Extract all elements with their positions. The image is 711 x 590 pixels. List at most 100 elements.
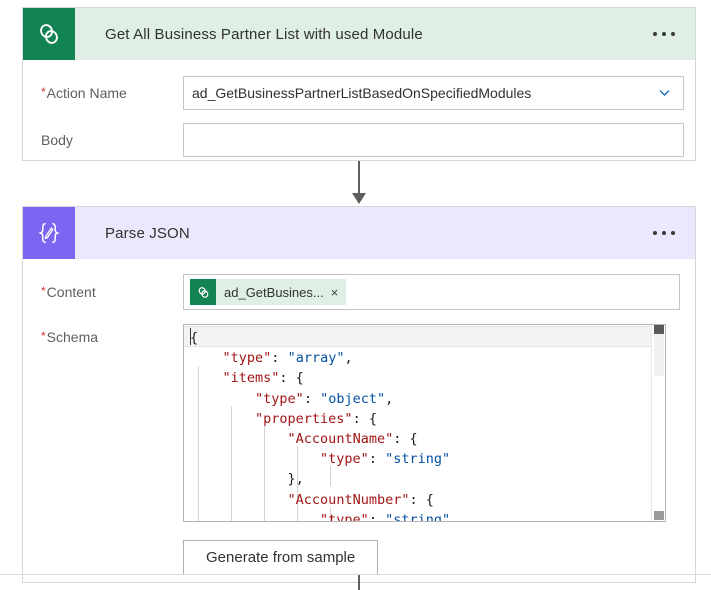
code-token: : { [393,430,418,447]
code-editor-scrollbar[interactable] [651,325,665,521]
code-token: "string" [385,451,451,468]
card-title-parse-json: Parse JSON [105,224,190,242]
code-token [190,471,288,487]
generate-button-wrap: Generate from sample [183,540,666,575]
code-token: { [190,330,199,346]
schema-code-editor[interactable]: { "type": "array", "items": { "type": "o… [183,324,666,522]
code-line: "properties": { [190,409,652,429]
field-row-body: Body [23,123,695,157]
field-label-body: Body [23,123,183,147]
action-name-dropdown[interactable]: ad_GetBusinessPartnerListBasedOnSpecifie… [183,76,684,110]
card-menu-button-cds-action[interactable] [649,26,679,42]
code-token [190,411,255,427]
canvas-bottom-divider [0,574,711,575]
code-line: "items": { [190,368,652,388]
field-label-text: Schema [46,329,99,345]
code-token: : { [409,491,434,508]
field-control-action-name: ad_GetBusinessPartnerListBasedOnSpecifie… [183,76,684,110]
field-control-content: ad_GetBusines... × [183,274,680,310]
scrollbar-thumb[interactable] [654,325,664,334]
card-title-cds-action: Get All Business Partner List with used … [105,25,423,43]
code-line: }, [190,469,652,489]
field-label-text: Content [46,284,96,300]
card-body-parse-json: *Content [23,274,695,575]
menu-dot [653,32,657,36]
code-token: "AccountName" [287,430,394,447]
menu-dot [671,231,675,235]
code-token: : { [352,410,377,427]
field-row-schema: *Schema [23,324,695,575]
connector-line [358,161,360,194]
code-token: : { [279,370,304,387]
indent-guide [231,406,232,521]
action-name-value: ad_GetBusinessPartnerListBasedOnSpecifie… [192,85,532,101]
content-token-input[interactable]: ad_GetBusines... × [183,274,680,310]
card-header-parse-json[interactable]: Parse JSON [23,207,695,259]
token-remove-icon[interactable]: × [330,284,339,300]
menu-dot [662,32,666,36]
active-line-highlight [184,326,652,347]
code-token: "AccountNumber" [287,491,410,508]
menu-dot [653,231,657,235]
indent-guide [198,366,199,521]
code-token: "type" [255,390,304,407]
code-token [190,492,288,508]
code-token: , [344,350,353,367]
field-label-content: *Content [23,274,183,299]
code-token [190,391,255,407]
code-token: : [368,511,386,521]
code-line: "type": "object", [190,389,652,409]
generate-from-sample-button[interactable]: Generate from sample [183,540,379,575]
code-line: "AccountNumber": { [190,490,652,510]
card-menu-button-parse-json[interactable] [649,225,679,241]
common-data-service-icon [190,279,216,305]
code-token: : [271,350,288,367]
field-control-body [183,123,684,157]
connector-arrowhead [352,193,366,204]
required-asterisk: * [41,284,46,298]
menu-dot [662,231,666,235]
code-token: "array" [287,350,345,367]
menu-dot [671,32,675,36]
card-header-cds-action[interactable]: Get All Business Partner List with used … [23,8,695,60]
field-label-schema: *Schema [23,324,183,344]
flow-card-cds-action[interactable]: Get All Business Partner List with used … [22,7,696,161]
connector-line [358,575,360,590]
schema-code-content: { "type": "array", "items": { "type": "o… [184,325,652,521]
required-asterisk: * [41,329,46,343]
field-row-action-name: *Action Name ad_GetBusinessPartnerListBa… [23,76,695,110]
indent-guide [297,446,298,521]
text-caret [190,328,191,345]
code-token: : [368,451,386,468]
indent-guide [330,507,331,521]
code-token: , [385,390,394,407]
field-label-text: Action Name [46,85,127,101]
flow-card-parse-json[interactable]: Parse JSON *Content [22,206,696,583]
code-viewport: { "type": "array", "items": { "type": "o… [184,325,652,521]
code-line: "AccountName": { [190,429,652,449]
code-token: }, [287,471,304,488]
code-token: "type" [222,350,272,367]
code-token [190,512,320,521]
dynamic-content-token[interactable]: ad_GetBusines... × [190,279,347,305]
indent-guide [264,426,265,521]
code-token [190,350,223,366]
token-label: ad_GetBusines... [224,284,324,300]
body-input[interactable] [183,123,684,157]
common-data-service-icon [23,8,75,60]
code-token: "string" [385,511,451,521]
field-label-action-name: *Action Name [23,76,183,100]
code-token [190,431,288,447]
code-line: "type": "string" [190,510,652,521]
indent-guide [330,466,331,486]
scrollbar-bottom-marker[interactable] [654,511,664,520]
card-body-cds-action: *Action Name ad_GetBusinessPartnerListBa… [23,76,695,157]
code-line: { [190,328,652,348]
code-token: "type" [320,451,369,468]
code-line: "type": "string" [190,449,652,469]
chevron-down-icon [659,90,670,97]
parse-json-icon [23,207,75,259]
field-control-schema: { "type": "array", "items": { "type": "o… [183,324,666,575]
field-row-content: *Content [23,274,695,310]
